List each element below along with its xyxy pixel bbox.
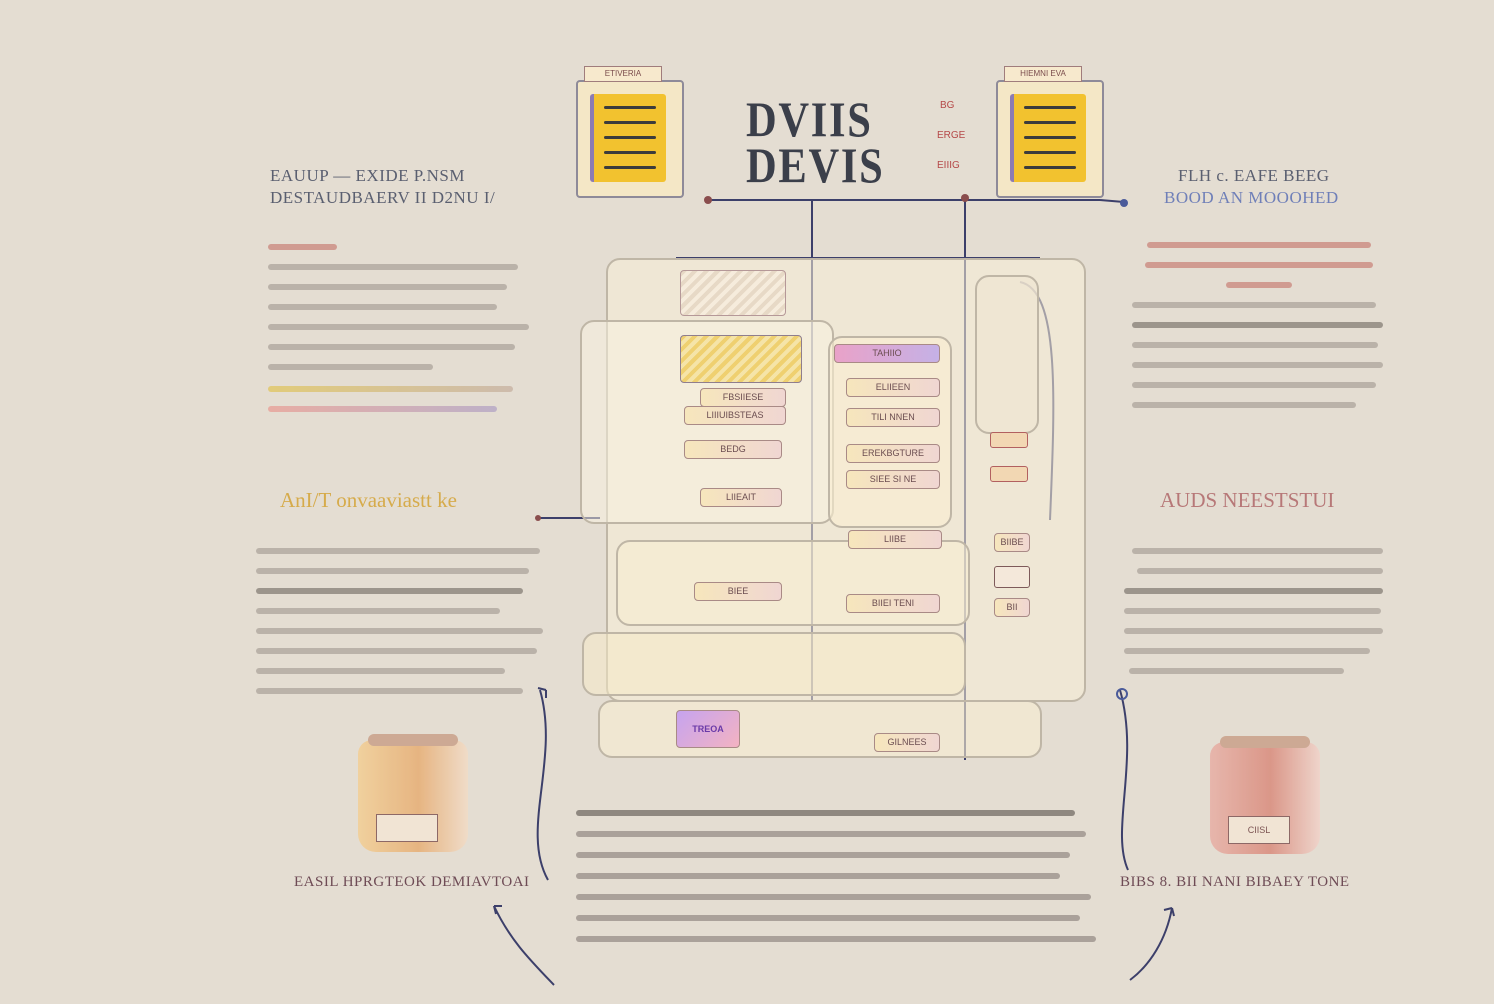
right-mid-paragraph: [1124, 548, 1386, 688]
jar-label: CIISL: [1228, 816, 1290, 844]
chip-m: BIIBE: [994, 533, 1030, 552]
title-line-2: DEVIS: [746, 137, 885, 193]
chip-c: TILI NNEN: [846, 408, 940, 427]
side-tag-2: ERGE: [937, 130, 966, 141]
folder-tab-label: HIEMNI EVA: [1004, 66, 1082, 82]
folder-tab-label: ETIVERIA: [584, 66, 662, 82]
document-sheet-icon: [590, 94, 666, 182]
jar-icon: [358, 734, 468, 852]
bottom-center-paragraph: [576, 810, 1096, 957]
chip-e: SIEE SI NE: [846, 470, 940, 489]
chip-j: LIIBE: [848, 530, 942, 549]
jar-label: [376, 814, 438, 842]
folder-icon: HIEMNI EVA: [996, 66, 1104, 198]
left-top-paragraph: [268, 244, 534, 426]
title-line-1: DVIIS: [746, 91, 873, 147]
left-bottom-caption: EASIL HPRGTEOK DEMIAVTOAI: [294, 874, 530, 890]
jar-icon: CIISL: [1210, 736, 1320, 854]
chip-i: LIIEAIT: [700, 488, 782, 507]
right-top-paragraph: [1132, 242, 1386, 422]
chip-p: TREOA: [676, 710, 740, 748]
right-top-heading-1: FLH c. EAFE BEEG: [1178, 166, 1330, 185]
chip-k: BIIEI TENI: [846, 594, 940, 613]
chip-a: TAHIIO: [834, 344, 940, 363]
right-rack-panel: [975, 275, 1039, 434]
striped-block: [680, 335, 802, 383]
left-top-heading-2: DESTAUDBAERV II D2NU I/: [270, 188, 496, 207]
footer-bar-panel: [582, 632, 966, 696]
left-mid-subheading: AnI/T onvaaviastt ke: [280, 488, 457, 512]
side-tag-3: EIIIG: [937, 160, 960, 171]
chip-l: BIEE: [694, 582, 782, 601]
inner-center-panel: [828, 336, 952, 528]
base-panel: [598, 700, 1042, 758]
chip-f: FBSIIESE: [700, 388, 786, 407]
side-tag-1: BG: [940, 100, 955, 111]
rack-slot: [990, 432, 1028, 448]
chip-b: ELIIEEN: [846, 378, 940, 397]
right-top-heading-2: BOOD AN MOOOHED: [1164, 188, 1339, 207]
folder-icon: ETIVERIA: [576, 66, 684, 198]
right-bottom-caption: BIBS 8. BII NANI BIBAEY TONE: [1120, 874, 1350, 890]
chip-h: BEDG: [684, 440, 782, 459]
rack-slot: [990, 466, 1028, 482]
right-mid-subheading: AUDS NEESTSTUI: [1160, 488, 1335, 512]
document-sheet-icon: [1010, 94, 1086, 182]
chip-n: BII: [994, 598, 1030, 617]
chip-d: EREKBGTURE: [846, 444, 940, 463]
left-mid-paragraph: [256, 548, 546, 708]
chip-o: GILNEES: [874, 733, 940, 752]
rack-slot: [994, 566, 1030, 588]
left-top-heading-1: EAUUP — EXIDE P.NSM: [270, 166, 465, 185]
lower-panel: [616, 540, 970, 626]
striped-block: [680, 270, 786, 316]
chip-g: LIIIUIBSTEAS: [684, 406, 786, 425]
